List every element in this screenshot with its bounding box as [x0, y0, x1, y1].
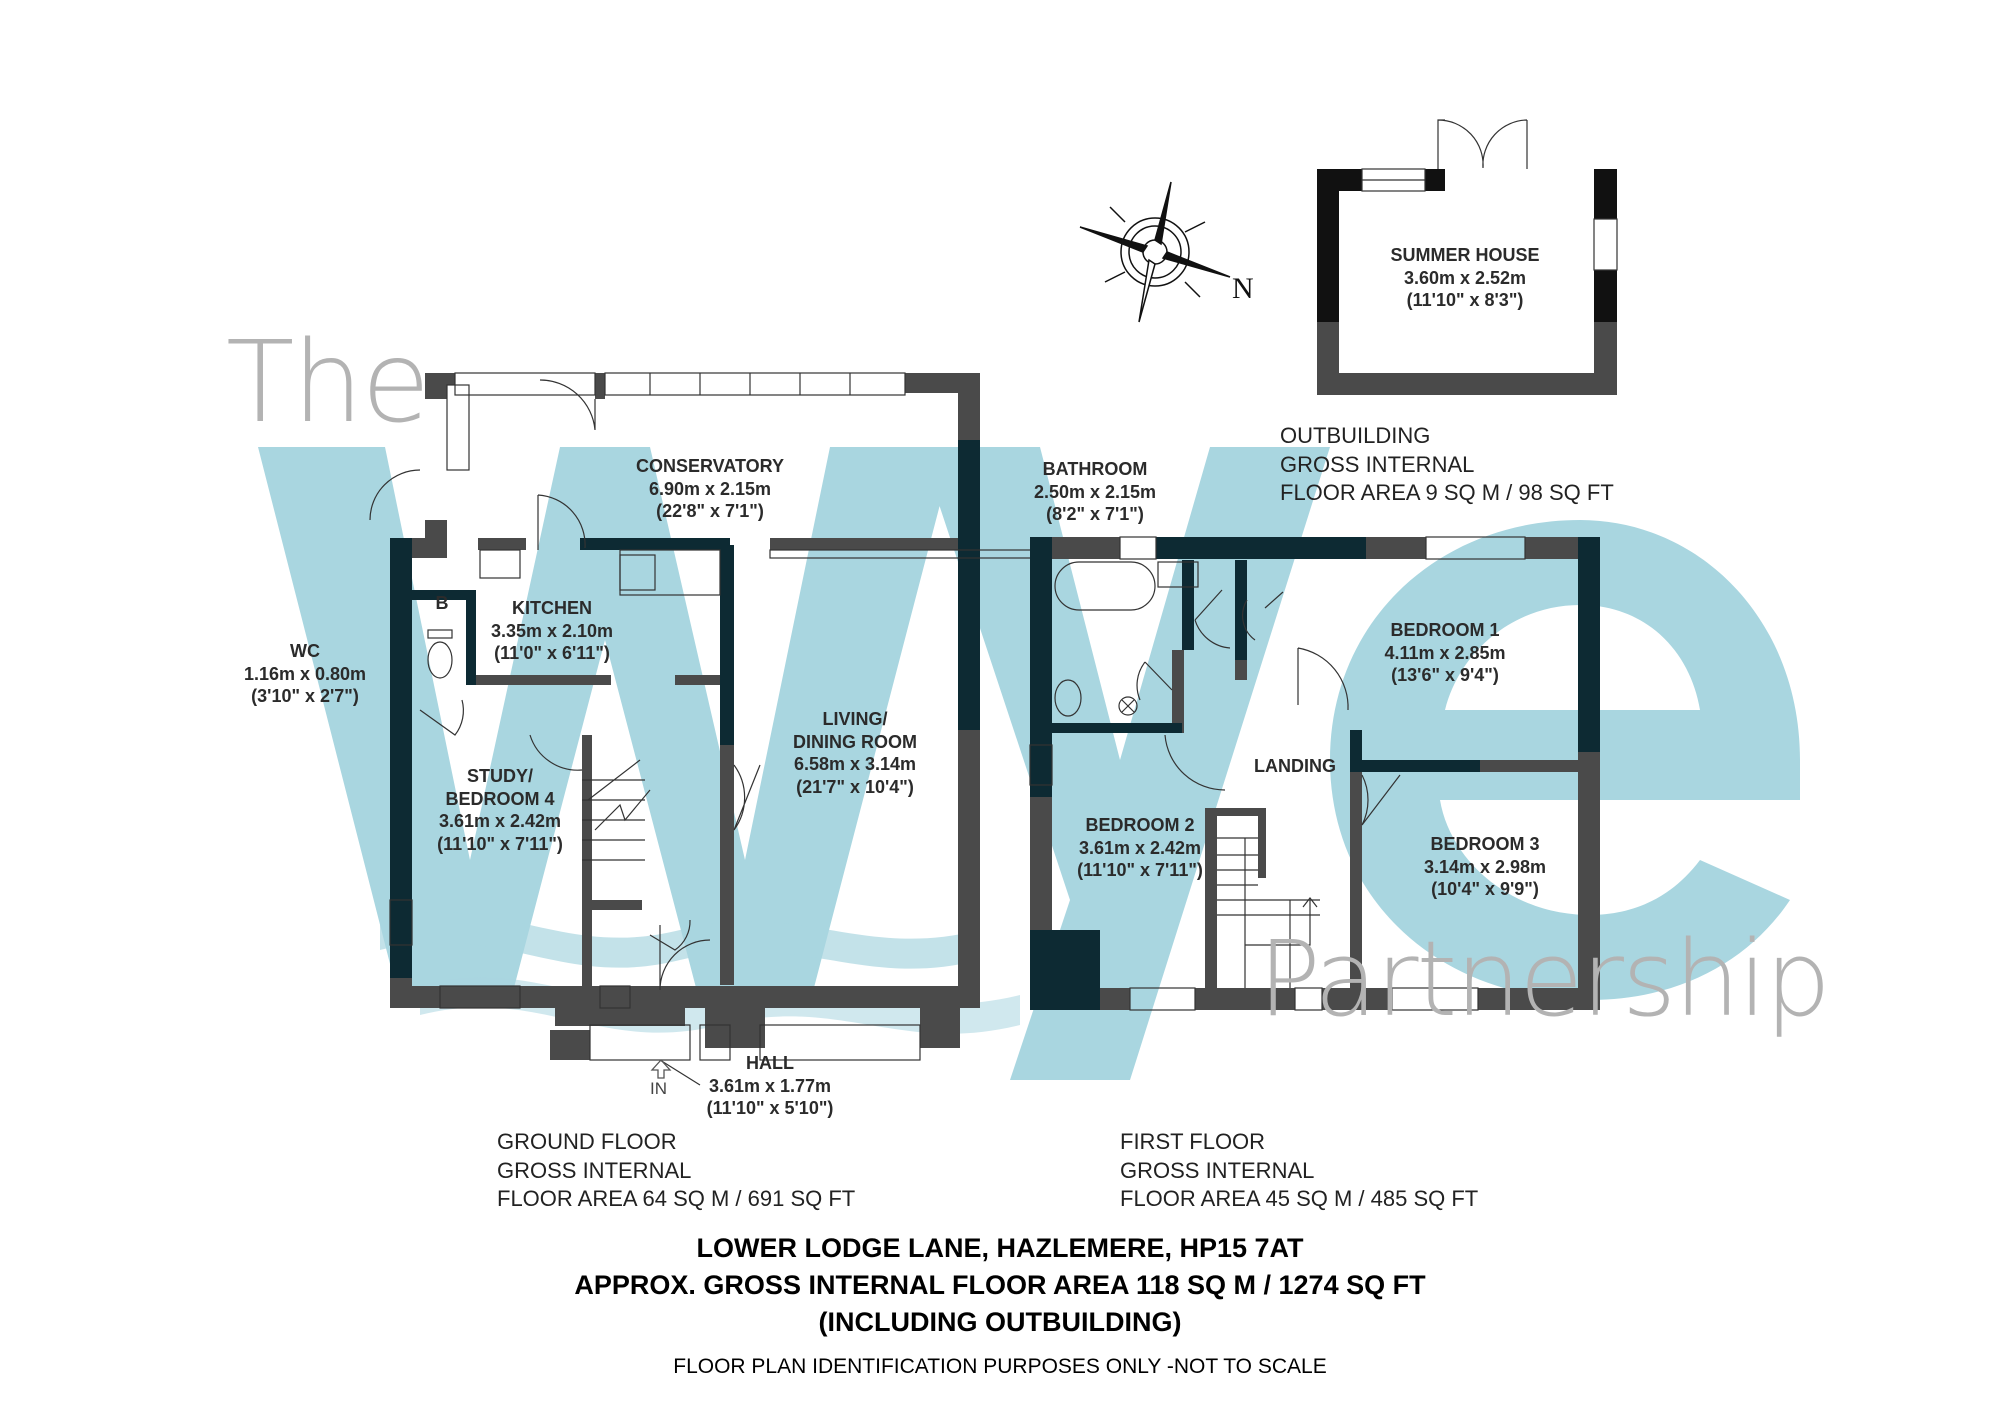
ground-floor-walls-dark — [390, 440, 980, 978]
first-floor-fixtures — [1029, 536, 1526, 1011]
ground-floor-area-block: GROUND FLOOR GROSS INTERNAL FLOOR AREA 6… — [497, 1129, 856, 1212]
area-note: (INCLUDING OUTBUILDING) — [818, 1306, 1182, 1337]
first-floor-walls-dark — [1030, 537, 1600, 1010]
room-label-bedroom3: BEDROOM 3 3.14m x 2.98m (10'4" x 9'9") — [1423, 834, 1547, 899]
room-label-kitchen: KITCHEN 3.35m x 2.10m (11'0" x 6'11") — [490, 598, 614, 663]
room-label-hall: HALL 3.61m x 1.77m (11'10" x 5'10") — [706, 1053, 834, 1118]
wye-watermark-logo — [258, 447, 1800, 1080]
room-label-boiler: B — [435, 593, 449, 613]
room-label-study-bedroom4: STUDY/ BEDROOM 4 3.61m x 2.42m (11'10" x… — [437, 766, 563, 854]
entrance-arrow-icon — [650, 1059, 672, 1079]
summer-house-walls — [1317, 169, 1617, 395]
watermark-the: The — [226, 318, 430, 448]
room-label-bedroom2: BEDROOM 2 3.61m x 2.42m (11'10" x 7'11") — [1077, 815, 1203, 880]
room-label-summer-house: SUMMER HOUSE 3.60m x 2.52m (11'10" x 8'3… — [1390, 245, 1540, 310]
ground-floor-fixtures — [369, 372, 1051, 1086]
room-label-wc: WC 1.16m x 0.80m (3'10" x 2'7") — [243, 641, 367, 706]
room-label-living-dining: LIVING/ DINING ROOM 6.58m x 3.14m (21'7"… — [793, 709, 917, 797]
room-label-conservatory: CONSERVATORY 6.90m x 2.15m (22'8" x 7'1"… — [635, 456, 785, 521]
total-floor-area: APPROX. GROSS INTERNAL FLOOR AREA 118 SQ… — [574, 1269, 1426, 1300]
summer-house-fixtures — [1361, 119, 1618, 271]
room-label-bathroom: BATHROOM 2.50m x 2.15m (8'2" x 7'1") — [1033, 459, 1157, 524]
room-label-bedroom1: BEDROOM 1 4.11m x 2.85m (13'6" x 9'4") — [1384, 620, 1506, 685]
entrance-label: IN — [650, 1079, 667, 1098]
outbuilding-area-block: OUTBUILDING GROSS INTERNAL FLOOR AREA 9 … — [1280, 423, 1614, 506]
watermark-partnership: Partnership — [1258, 918, 1831, 1040]
first-floor-area-block: FIRST FLOOR GROSS INTERNAL FLOOR AREA 45… — [1120, 1129, 1479, 1212]
disclaimer: FLOOR PLAN IDENTIFICATION PURPOSES ONLY … — [673, 1355, 1327, 1378]
property-address: LOWER LODGE LANE, HAZLEMERE, HP15 7AT — [696, 1233, 1304, 1263]
property-title-block: LOWER LODGE LANE, HAZLEMERE, HP15 7AT AP… — [0, 1230, 2000, 1341]
compass-north-label: N — [1232, 272, 1254, 305]
compass-rose-icon — [1079, 181, 1231, 323]
room-label-landing: LANDING — [1254, 756, 1336, 776]
